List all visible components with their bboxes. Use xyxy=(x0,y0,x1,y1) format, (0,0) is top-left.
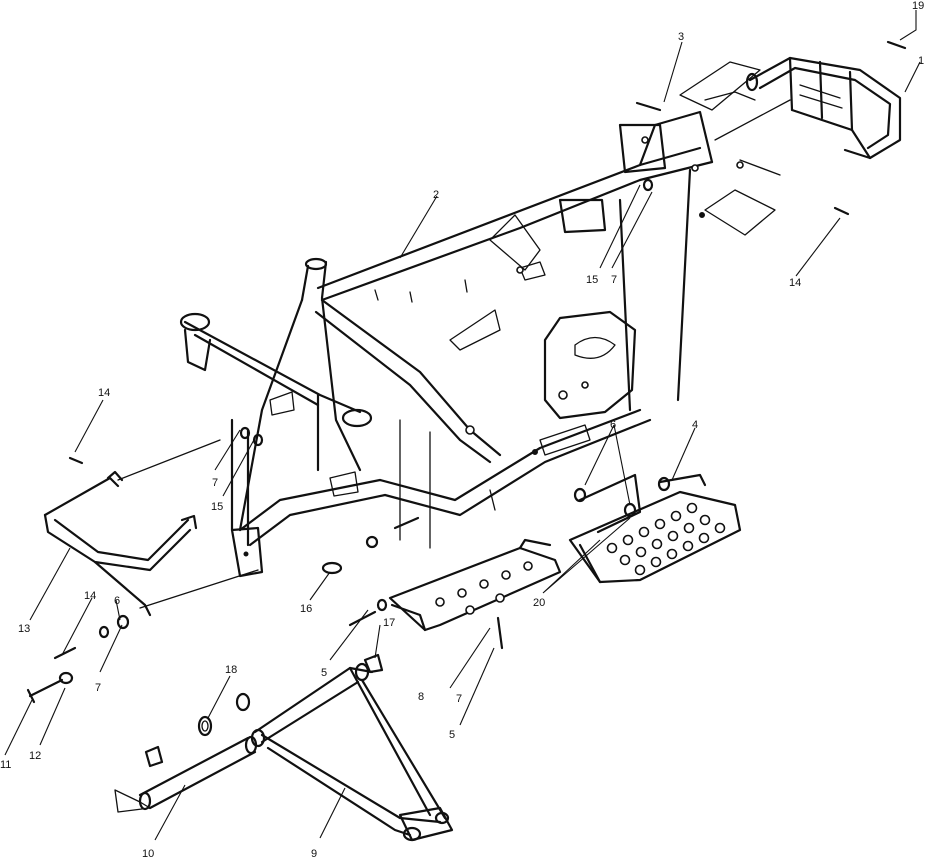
main-frame xyxy=(179,110,744,578)
callout-17: 17 xyxy=(383,617,395,629)
callout-15-left: 15 xyxy=(211,501,223,513)
callout-7-c: 7 xyxy=(611,274,617,286)
callout-8: 8 xyxy=(418,691,424,703)
callout-5-right: 5 xyxy=(449,729,455,741)
assembly-reference-lines xyxy=(399,61,791,549)
left-brace xyxy=(43,439,259,617)
callout-2: 2 xyxy=(433,189,439,201)
callout-18: 18 xyxy=(225,664,237,676)
left-footrest xyxy=(388,538,562,632)
callout-12: 12 xyxy=(29,750,41,762)
footrest-holes xyxy=(606,502,726,576)
rear-bumper xyxy=(704,56,902,160)
right-footrest xyxy=(568,473,742,584)
callout-14-left-top: 14 xyxy=(98,387,110,399)
callout-20: 20 xyxy=(533,597,545,609)
callout-4: 4 xyxy=(692,419,698,431)
callout-14-left-low: 14 xyxy=(84,590,96,602)
callout-15-right: 15 xyxy=(586,274,598,286)
callout-14-right: 14 xyxy=(789,277,801,289)
callout-5-left: 5 xyxy=(321,667,327,679)
callout-9: 9 xyxy=(311,848,317,858)
a-arm xyxy=(250,662,454,842)
leader-lines xyxy=(4,10,921,841)
callout-11: 11 xyxy=(0,759,11,771)
callout-7-b: 7 xyxy=(95,682,101,694)
callout-16: 16 xyxy=(300,603,312,615)
callout-7-d: 7 xyxy=(456,693,462,705)
callout-7-a: 7 xyxy=(212,477,218,489)
callout-19: 19 xyxy=(912,0,924,12)
callout-13: 13 xyxy=(18,623,30,635)
callout-6-right: 6 xyxy=(610,419,616,431)
callout-1: 1 xyxy=(918,55,924,67)
hardware xyxy=(26,40,907,768)
callout-3: 3 xyxy=(678,31,684,43)
callout-6-left: 6 xyxy=(114,595,120,607)
callout-10: 10 xyxy=(142,848,154,858)
pivot-tube xyxy=(114,735,258,813)
